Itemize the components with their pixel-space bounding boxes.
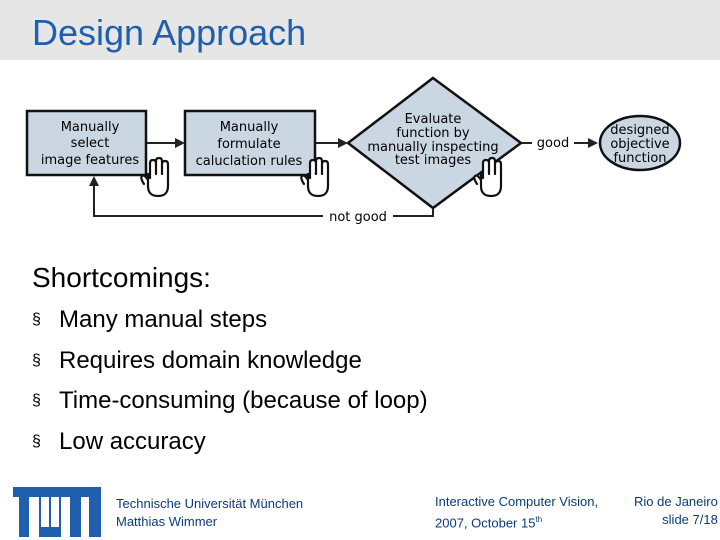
footer-location-block: Rio de Janeiro slide 7/18 xyxy=(634,493,718,529)
footer-event-block: Interactive Computer Vision, 2007, Octob… xyxy=(435,493,598,532)
event-name: Interactive Computer Vision, xyxy=(435,494,599,509)
diamond-line-3: manually inspecting xyxy=(367,140,498,155)
box1-line-3: image features xyxy=(41,153,140,168)
title-bar xyxy=(0,0,720,60)
slide-number: slide 7/18 xyxy=(662,512,718,527)
diamond-line-4: test images xyxy=(395,153,472,168)
box1-line-2: select xyxy=(71,136,110,151)
bullet-text: Low accuracy xyxy=(59,427,206,455)
result-line-3: function xyxy=(613,151,666,166)
result-ellipse xyxy=(598,114,682,172)
author-name: Matthias Wimmer xyxy=(116,514,218,529)
box2-line-2: formulate xyxy=(217,137,280,152)
location: Rio de Janeiro xyxy=(634,494,718,509)
not-good-label: not good xyxy=(329,210,387,225)
box2-line-3: caluclation rules xyxy=(196,154,303,169)
bullet-glyph: § xyxy=(32,311,41,329)
box1-line-1: Manually xyxy=(61,120,120,135)
shortcomings-heading: Shortcomings: xyxy=(32,262,211,293)
result-line-1: designed xyxy=(610,123,669,138)
bullet-glyph: § xyxy=(32,351,41,369)
diamond-line-2: function by xyxy=(396,126,469,141)
step-box-formulate-rules xyxy=(183,109,317,177)
event-date: 2007, October 15th xyxy=(435,515,543,531)
list-item: § Many manual steps xyxy=(32,300,428,341)
footer-university-block: Technische Universität München Matthias … xyxy=(116,495,303,531)
bullet-glyph: § xyxy=(32,432,41,450)
shortcomings-list: § Many manual steps § Requires domain know… xyxy=(32,300,428,462)
diamond-line-1: Evaluate xyxy=(405,112,462,127)
slide-title: Design Approach xyxy=(32,12,307,53)
list-item: § Time-consuming (because of loop) xyxy=(32,381,428,422)
list-item: § Requires domain knowledge xyxy=(32,341,428,382)
bullet-text: Requires domain knowledge xyxy=(59,346,362,374)
loop-not-good xyxy=(89,176,434,217)
good-label: good xyxy=(537,136,569,151)
box2-line-1: Manually xyxy=(220,120,279,135)
step-box-select-features xyxy=(25,109,148,177)
bullet-text: Time-consuming (because of loop) xyxy=(59,387,428,415)
bullet-text: Many manual steps xyxy=(59,306,268,334)
result-line-2: objective xyxy=(610,137,669,152)
tum-logo xyxy=(13,487,101,537)
bullet-glyph: § xyxy=(32,392,41,410)
university-name: Technische Universität München xyxy=(116,496,304,511)
list-item: § Low accuracy xyxy=(32,422,428,463)
